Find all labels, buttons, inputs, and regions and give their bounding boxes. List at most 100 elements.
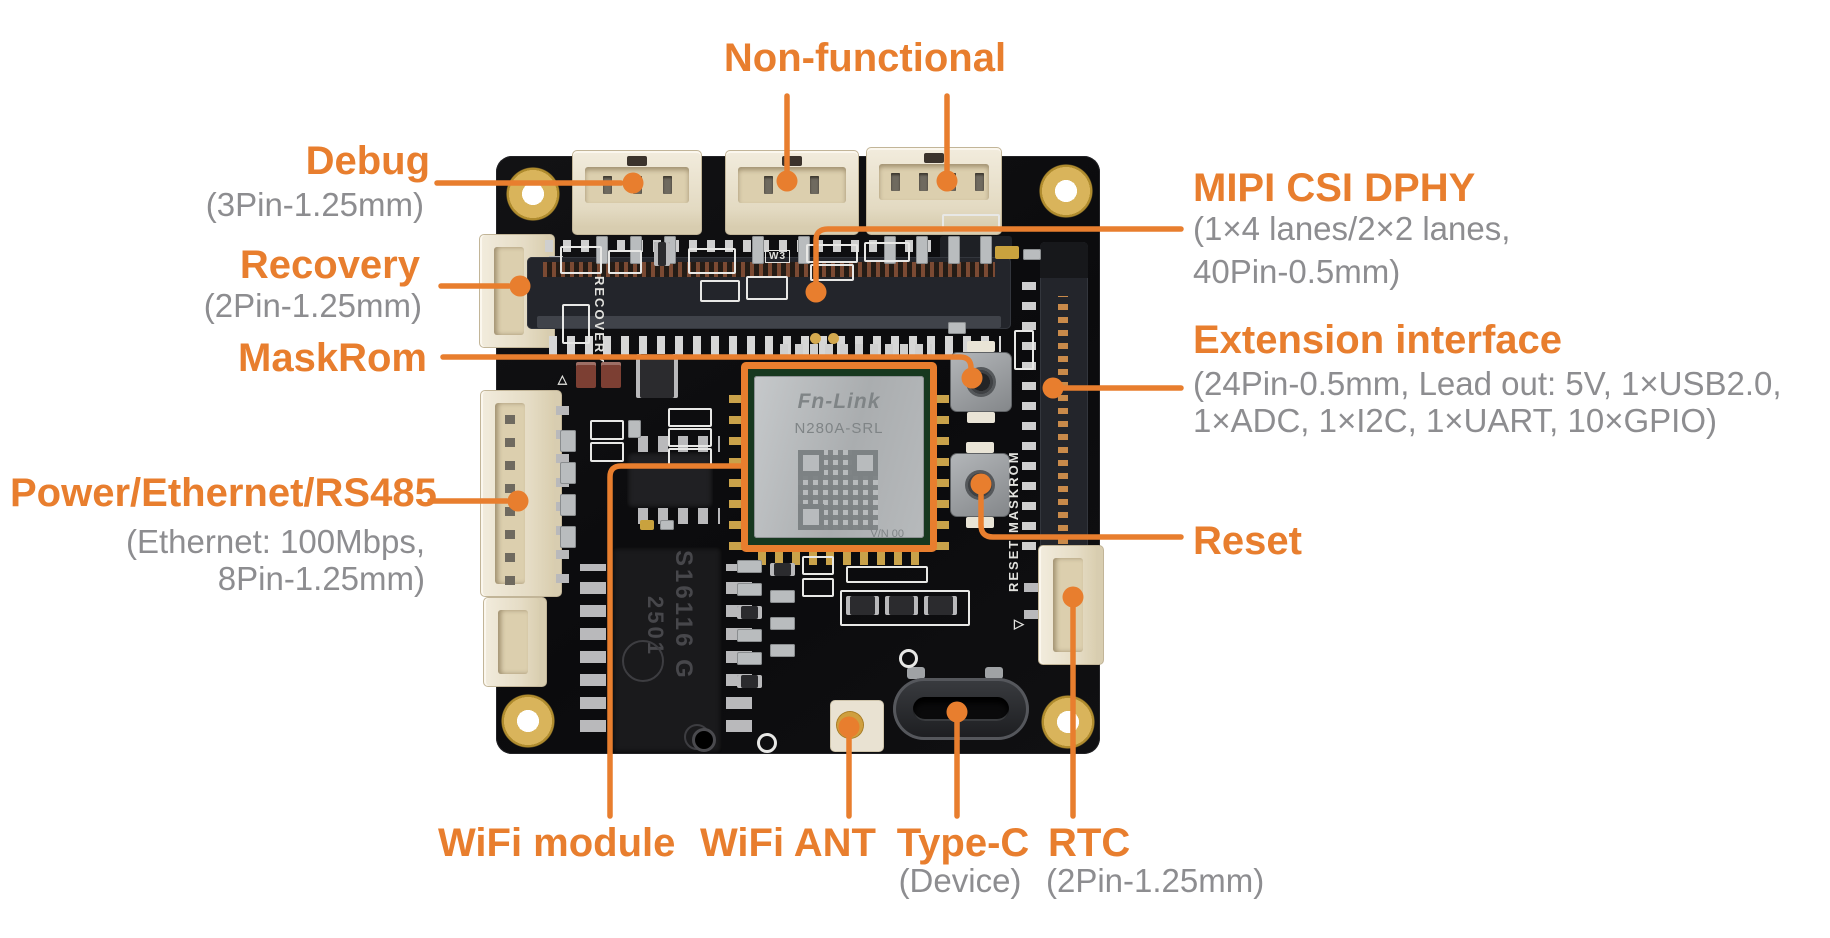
rtc-connector-2pin <box>1038 545 1104 665</box>
smd-component <box>700 280 740 302</box>
pin-slot <box>663 176 672 194</box>
smd-component <box>636 354 678 398</box>
mounting-hole <box>506 167 560 221</box>
module-right-pads <box>936 390 949 550</box>
smd-component <box>601 362 621 388</box>
connector-recess <box>498 610 528 674</box>
extension-pads <box>1022 282 1036 550</box>
typec-shell-tab <box>907 667 925 679</box>
smd-component <box>770 590 795 603</box>
smd-component <box>654 242 670 266</box>
smd-component <box>596 236 608 264</box>
smd-component <box>737 583 762 596</box>
extension-connector-cap <box>1040 242 1088 278</box>
smd-component <box>810 264 854 281</box>
smd-component <box>608 250 642 274</box>
label-power-sub1: (Ethernet: 100Mbps, <box>126 523 425 560</box>
smd-component <box>770 563 795 576</box>
pin-slot <box>975 173 984 191</box>
smd-component <box>770 617 795 630</box>
smd-component <box>1014 330 1034 370</box>
label-extension: Extension interface <box>1193 318 1563 362</box>
label-non-functional: Non-functional <box>723 36 1007 80</box>
label-wifi-ant: WiFi ANT <box>700 821 876 865</box>
label-reset: Reset <box>1193 519 1302 563</box>
reset-button <box>950 442 1010 528</box>
type-c-connector <box>893 678 1029 740</box>
smd-component <box>590 442 624 462</box>
non-functional-connector-1 <box>725 150 859 235</box>
non-functional-connector-2 <box>866 147 1002 235</box>
connector-key-slot <box>627 156 647 166</box>
pin-slot <box>810 176 819 194</box>
wifi-module-highlight-outline <box>741 362 937 552</box>
pin-slot <box>603 176 612 194</box>
button-cap <box>965 470 995 500</box>
wifi-module-serial: V/N 00 <box>870 528 904 540</box>
button-cap <box>966 367 996 397</box>
typec-slot <box>913 697 1009 721</box>
label-type-c: Type-C <box>896 821 1030 865</box>
qr-code <box>798 450 878 530</box>
label-maskrom: MaskRom <box>238 336 427 380</box>
smd-component <box>737 652 762 665</box>
smd-component <box>885 596 918 615</box>
smd-component <box>864 242 910 262</box>
antenna-socket <box>836 711 864 739</box>
smd-component <box>560 430 576 452</box>
pin-slot <box>891 173 900 191</box>
connector-key-slot <box>924 153 944 163</box>
smd-component <box>560 462 576 484</box>
wifi-module-model: N280A-SRL <box>794 420 884 437</box>
smd-component <box>576 362 596 388</box>
label-power: Power/Ethernet/RS485 <box>10 471 437 515</box>
smd-component <box>802 556 834 575</box>
smd-component <box>995 246 1019 259</box>
label-mipi: MIPI CSI DPHY <box>1193 166 1476 210</box>
smd-component <box>810 333 821 344</box>
smd-component <box>668 448 712 467</box>
pin-slot <box>947 173 956 191</box>
smd-component <box>737 606 762 619</box>
power-ethernet-rs485-connector-8pin <box>480 390 562 597</box>
smd-component <box>828 333 839 344</box>
smd-component <box>948 322 966 334</box>
extension-gold-pins <box>1058 296 1068 544</box>
transformer-pins <box>580 564 606 732</box>
label-extension-sub2: 1×ADC, 1×I2C, 1×UART, 10×GPIO) <box>1193 402 1717 439</box>
smd-component <box>688 248 736 274</box>
smd-component <box>899 649 918 668</box>
smd-component <box>737 560 762 573</box>
smd-component <box>737 629 762 642</box>
button-tab <box>966 517 994 528</box>
smd-component <box>802 578 834 597</box>
pin-slot <box>633 176 642 194</box>
smd-component <box>562 304 590 344</box>
silkscreen-reset-maskrom: RESET MASKROM <box>1006 450 1021 592</box>
qr-finder <box>798 504 824 530</box>
mipi-connector-lip <box>537 316 1001 328</box>
smd-component <box>668 428 712 447</box>
smd-component <box>806 244 858 263</box>
smd-component <box>668 408 712 427</box>
smd-component <box>737 675 762 688</box>
connector-recess <box>879 164 989 200</box>
qr-finder <box>798 450 824 476</box>
smd-component <box>948 236 960 264</box>
label-extension-sub1: (24Pin-0.5mm, Lead out: 5V, 1×USB2.0, <box>1193 365 1782 402</box>
smd-component <box>660 520 674 530</box>
silkscreen-triangle-icon: ▷ <box>554 373 569 385</box>
button-tab <box>967 341 995 352</box>
silkscreen-recovery: RECOVERY <box>592 276 607 365</box>
mipi-bottom-pads <box>549 336 1001 356</box>
connector-recess <box>494 247 524 335</box>
smd-component <box>560 494 576 516</box>
smd-component <box>924 596 957 615</box>
typec-shell-tab <box>985 667 1003 679</box>
smd-component <box>590 420 624 440</box>
smd-component <box>560 246 602 274</box>
debug-connector-3pin <box>572 150 702 235</box>
smd-component <box>980 236 992 264</box>
smd-component <box>846 566 928 583</box>
